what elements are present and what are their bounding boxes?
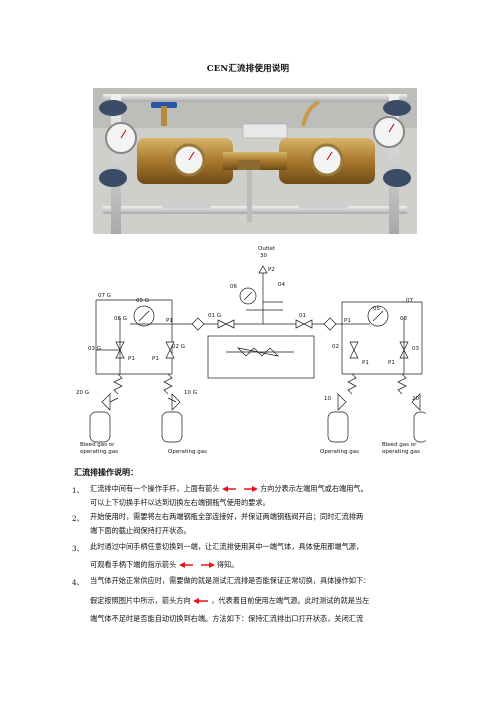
red-arrow-left-small-icon [192,598,208,604]
instruction-1-text-a: 汇流排中间有一个操作手杆，上面有箭头 [90,484,220,493]
item-number-1: 1、 [72,486,84,495]
label-05: 05 [373,306,380,312]
instruction-2-line-2: 端下面的截止阀保持打开状态。 [90,526,191,535]
red-arrow-indicator-icon [178,562,215,568]
label-20: 20 [412,396,419,402]
instruction-3-text-a: 可观看手柄下端的指示箭头 [90,560,177,569]
label-02g: 02 G [172,344,185,350]
label-08g: 08 G [114,316,127,322]
label-p2: P2 [268,267,275,273]
label-20g: 20 G [76,390,89,396]
instruction-4-line-1: 当气体开始正常供应时，需要做的就是测试汇流排是否能保证正常切换，具体操作如下： [90,576,371,585]
label-01: 01 [299,313,306,319]
label-p1-f: P1 [388,360,395,366]
instruction-2-line-1: 开始使用时，需要将左右两端钢瓶全部连接好，并保证两端钢瓶阀开启；同时汇流排两 [90,512,364,521]
manifold-photo [93,88,417,234]
label-operating-left: Operating gas [168,449,207,455]
label-bleed-right-1: Bleed gas or [382,442,417,448]
label-01g: 01 G [208,313,221,319]
item-number-2: 2、 [72,514,84,523]
label-30: 30 [260,253,267,259]
label-bleed-right-2: operating gas [382,449,420,455]
label-p1-d: P1 [344,318,351,324]
label-bleed-left-2: operating gas [80,449,118,455]
instruction-1-line-2: 可以上下切换手杆以达到切换左右端钢瓶气使用的要求。 [90,498,270,507]
instruction-3-line-1: 此时通过中间手柄任意切换到一端，让汇流排使用其中一端气体，具体使用那端气源， [90,542,364,551]
instruction-1-text-b: 方向分表示左端用气或右端用气。 [259,484,368,493]
instruction-4-text-a: 假定按照图片中所示，箭头方向 [90,596,191,605]
label-p1-e: P1 [362,360,369,366]
manifold-schematic: Outlet 30 P2 06 04 07 G 05 G 08 G 03 G 0… [76,246,426,455]
document-title: CEN汇流排使用说明 [206,64,290,74]
label-07: 07 [406,298,413,304]
label-outlet: Outlet [258,246,276,252]
label-05g: 05 G [136,298,149,304]
label-04: 04 [278,282,285,288]
label-bleed-left-1: Bleed gas or [80,442,115,448]
instruction-4-line-3: 端气体不足时是否能自动切换到右端。方法如下：保持汇流排出口打开状态，关闭汇流 [90,614,364,623]
label-p1-a: P1 [166,318,173,324]
item-number-4: 4、 [72,578,84,587]
red-arrow-left-icon [221,486,258,492]
label-p1-b: P1 [128,356,135,362]
label-p1-c: P1 [152,356,159,362]
instruction-1-line-1: 汇流排中间有一个操作手杆，上面有箭头 方向分表示左端用气或右端用气。 [90,482,368,496]
label-operating-right: Operating gas [320,449,359,455]
label-10: 10 [324,396,331,402]
label-03: 03 [412,346,419,352]
instruction-4-text-b: ，代表着目前使用左端气源。此时测试的就是当左 [211,596,370,605]
label-08: 08 [400,316,407,322]
instruction-3-text-b: 得知。 [216,560,239,569]
label-02: 02 [332,344,339,350]
label-06: 06 [230,284,237,290]
item-number-3: 3、 [72,544,84,553]
instruction-4-line-2: 假定按照图片中所示，箭头方向 ，代表着目前使用左端气源。此时测试的就是当左 [90,594,369,608]
label-10g: 10 G [184,390,197,396]
section-title: 汇流排操作说明： [74,467,138,477]
instruction-3-line-2: 可观看手柄下端的指示箭头 得知。 [90,558,238,572]
label-07g: 07 G [98,293,111,299]
label-03g: 03 G [88,346,101,352]
